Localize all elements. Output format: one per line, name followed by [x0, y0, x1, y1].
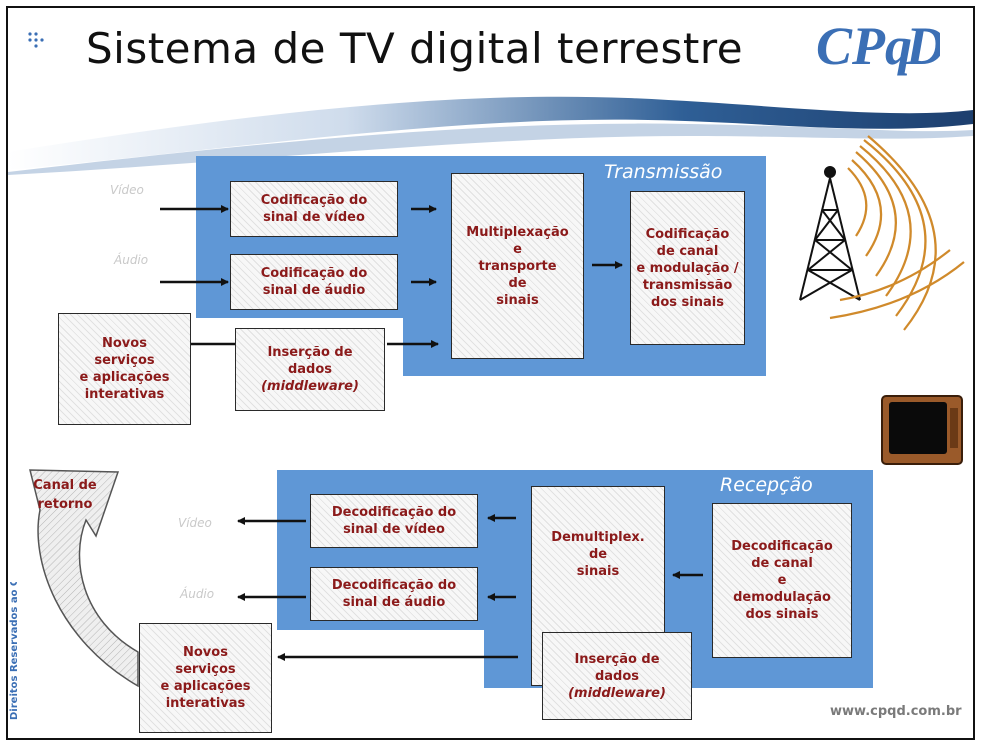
box-line: Inserção de: [574, 651, 660, 667]
svg-text:CPq: CPq: [816, 16, 912, 76]
transmission-label: Transmissão: [604, 161, 723, 183]
box-line: sinal de áudio: [342, 595, 446, 610]
svg-text:D: D: [905, 16, 940, 76]
return-channel-label: Canal de retorno: [20, 476, 110, 514]
slide-title: Sistema de TV digital terrestre: [86, 24, 744, 73]
rx-services-box: Novos serviços e aplicações interativas: [139, 623, 272, 733]
box-line: dados: [594, 668, 640, 684]
box-line: serviços: [94, 353, 155, 368]
box-line: Novos: [102, 336, 147, 351]
box-line-italic: (middleware): [568, 685, 666, 701]
radio-waves-icon: [829, 135, 965, 331]
box-line: Codificação do: [260, 266, 368, 281]
box-line: Multiplexação: [466, 224, 569, 240]
channel-coding-box: Codificação de canal e modulação / trans…: [630, 191, 745, 345]
header-swoosh: [8, 96, 973, 175]
input-video-label: Vídeo: [110, 183, 144, 197]
box-line: interativas: [84, 387, 165, 402]
box-line: de canal: [656, 243, 719, 259]
output-audio-label: Áudio: [180, 587, 215, 601]
copyright-text: Direitos Reservados ao CPqD: [9, 582, 20, 720]
return-channel-arrow: [29, 469, 139, 688]
box-line: Decodificação do: [331, 505, 457, 520]
box-line: Inserção de: [267, 345, 353, 360]
box-line: (middleware): [568, 685, 666, 702]
mux-box: Multiplexação e transporte de sinais: [451, 173, 584, 359]
box-line: Novos: [183, 645, 228, 660]
box-line: sinal de vídeo: [343, 522, 445, 537]
box-line: e aplicações: [160, 679, 251, 694]
box-line: sinais: [496, 292, 539, 308]
tx-services-box: Novos serviços e aplicações interativas: [58, 313, 191, 425]
box-line: (middleware): [261, 378, 359, 395]
cpqd-logo: CPq D: [816, 16, 940, 76]
television-icon: [881, 395, 963, 465]
box-line: de: [508, 275, 527, 291]
box-line: transporte: [478, 258, 557, 274]
box-line: sinal de vídeo: [263, 210, 365, 225]
rx-data-insert-box: Inserção de dados (middleware): [542, 632, 692, 720]
box-line: demodulação: [733, 590, 831, 605]
box-line: e modulação /: [636, 260, 739, 276]
tx-data-insert-box: Inserção de dados (middleware): [235, 328, 385, 411]
box-line: dados: [287, 362, 333, 377]
output-video-label: Vídeo: [178, 516, 212, 530]
box-line: interativas: [165, 696, 246, 711]
box-line: Decodificação: [731, 539, 833, 554]
box-line: sinal de áudio: [262, 283, 366, 298]
channel-decoding-box: Decodificação de canal e demodulação dos…: [712, 503, 852, 658]
box-line: de canal: [751, 556, 813, 571]
video-decoding-box: Decodificação do sinal de vídeo: [310, 494, 478, 548]
box-line: e aplicações: [79, 370, 170, 385]
box-line: Demultiplex.: [551, 529, 645, 545]
audio-decoding-box: Decodificação do sinal de áudio: [310, 567, 478, 621]
box-line: transmissão: [642, 277, 733, 293]
reception-label: Recepção: [720, 474, 813, 496]
return-channel-line: Canal de: [33, 478, 97, 493]
box-line: e: [513, 241, 522, 257]
bullet-dots-icon: [28, 32, 44, 48]
copyright-side-text: Direitos Reservados ao CPqD: [9, 582, 20, 720]
box-line: e: [777, 573, 787, 588]
box-line: dos sinais: [651, 294, 724, 310]
transmission-tower-icon: [799, 166, 861, 301]
box-line: sinais: [576, 563, 620, 579]
return-channel-line: retorno: [37, 497, 93, 512]
website-url: www.cpqd.com.br: [830, 704, 962, 719]
input-audio-label: Áudio: [114, 253, 149, 267]
box-line-italic: (middleware): [261, 379, 359, 394]
box-line: de: [588, 546, 608, 562]
box-line: Codificação do: [260, 193, 368, 208]
box-line: dos sinais: [745, 607, 819, 622]
video-coding-box: Codificação do sinal de vídeo: [230, 181, 398, 237]
box-line: Decodificação do: [331, 578, 457, 593]
audio-coding-box: Codificação do sinal de áudio: [230, 254, 398, 310]
box-line: serviços: [175, 662, 236, 677]
box-line: Codificação: [645, 226, 730, 242]
